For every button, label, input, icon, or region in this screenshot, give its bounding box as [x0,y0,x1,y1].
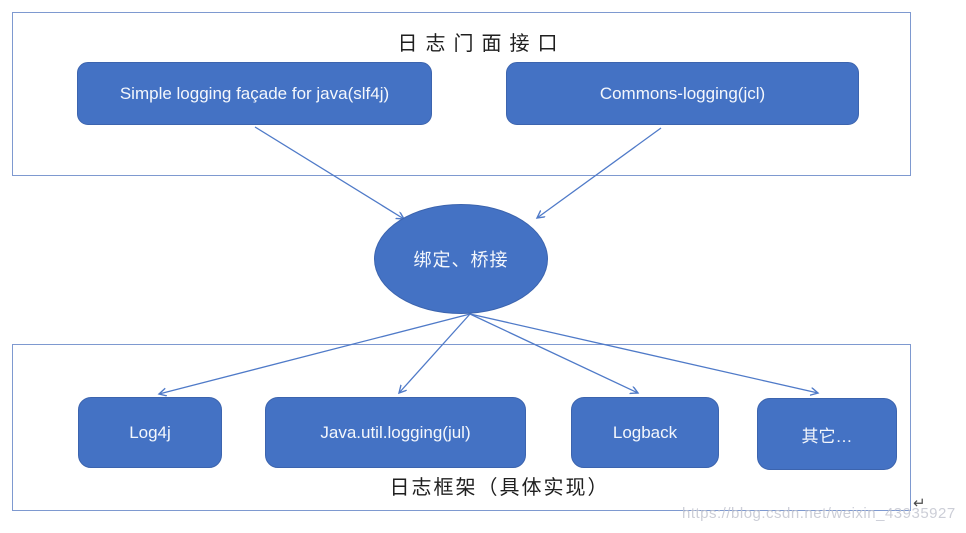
facade-section-title: 日志门面接口 [397,33,566,55]
paragraph-return-icon: ↵ [913,495,926,512]
node-log4j: Log4j [78,397,222,468]
facade-section-container: 日志门面接口 [12,12,911,176]
node-commons-logging: Commons-logging(jcl) [506,62,859,125]
node-java-util-logging: Java.util.logging(jul) [265,397,526,468]
node-other: 其它… [757,398,897,470]
node-slf4j: Simple logging façade for java(slf4j) [77,62,432,125]
csdn-watermark: https://blog.csdn.net/weixin_43935927 [682,505,956,522]
impl-section-title: 日志框架（具体实现） [389,477,610,499]
node-binding-bridging: 绑定、桥接 [374,204,548,314]
node-logback: Logback [571,397,719,468]
